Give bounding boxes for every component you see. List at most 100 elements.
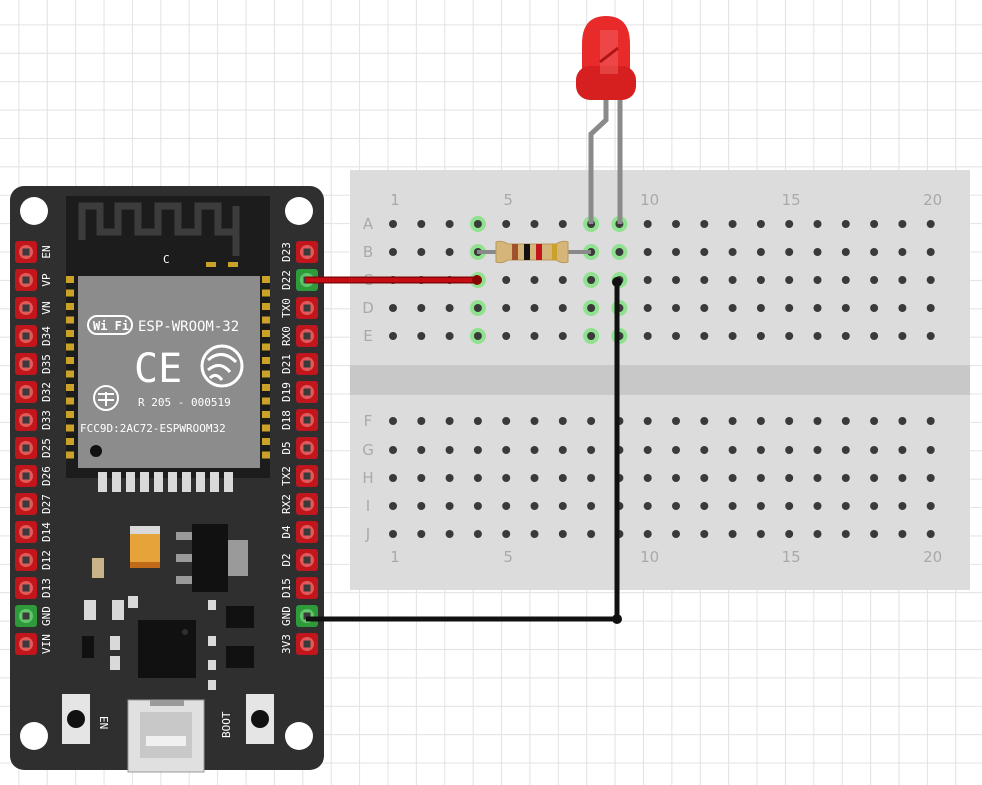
hole-H12[interactable]: [700, 474, 709, 482]
hole-C18[interactable]: [870, 276, 879, 284]
hole-C6[interactable]: [530, 276, 539, 284]
hole-I2[interactable]: [417, 502, 426, 510]
hole-F2[interactable]: [417, 417, 426, 425]
hole-G3[interactable]: [445, 446, 454, 454]
hole-J8[interactable]: [587, 530, 596, 538]
hole-J11[interactable]: [672, 530, 680, 538]
hole-E16[interactable]: [813, 332, 822, 340]
hole-C13[interactable]: [728, 276, 737, 284]
hole-C7[interactable]: [558, 276, 567, 284]
hole-A5[interactable]: [502, 220, 511, 228]
hole-A6[interactable]: [530, 220, 539, 228]
hole-H1[interactable]: [389, 474, 397, 482]
hole-C12[interactable]: [700, 276, 709, 284]
hole-F4[interactable]: [473, 417, 482, 425]
hole-I14[interactable]: [756, 502, 765, 510]
hole-C8[interactable]: [587, 276, 596, 284]
hole-F5[interactable]: [502, 417, 511, 425]
hole-H14[interactable]: [756, 474, 765, 482]
hole-E17[interactable]: [841, 332, 850, 340]
hole-F1[interactable]: [389, 417, 397, 425]
hole-H15[interactable]: [785, 474, 794, 482]
hole-C17[interactable]: [841, 276, 850, 284]
hole-H2[interactable]: [417, 474, 426, 482]
hole-A11[interactable]: [672, 220, 680, 228]
hole-D12[interactable]: [700, 304, 709, 312]
hole-J20[interactable]: [926, 530, 935, 538]
hole-D3[interactable]: [445, 304, 454, 312]
hole-E2[interactable]: [417, 332, 426, 340]
hole-G1[interactable]: [389, 446, 397, 454]
hole-I12[interactable]: [700, 502, 709, 510]
hole-J4[interactable]: [473, 530, 482, 538]
hole-D19[interactable]: [898, 304, 907, 312]
hole-F7[interactable]: [558, 417, 567, 425]
hole-F10[interactable]: [643, 417, 652, 425]
hole-F12[interactable]: [700, 417, 709, 425]
hole-H16[interactable]: [813, 474, 822, 482]
hole-J1[interactable]: [389, 530, 397, 538]
hole-E15[interactable]: [785, 332, 794, 340]
hole-A17[interactable]: [841, 220, 850, 228]
hole-A4[interactable]: [473, 220, 482, 228]
hole-G7[interactable]: [558, 446, 567, 454]
hole-B13[interactable]: [728, 248, 737, 256]
hole-J18[interactable]: [870, 530, 879, 538]
hole-G14[interactable]: [756, 446, 765, 454]
hole-I5[interactable]: [502, 502, 511, 510]
hole-F6[interactable]: [530, 417, 539, 425]
hole-B10[interactable]: [643, 248, 652, 256]
hole-F8[interactable]: [587, 417, 596, 425]
hole-G19[interactable]: [898, 446, 907, 454]
hole-E14[interactable]: [756, 332, 765, 340]
hole-J19[interactable]: [898, 530, 907, 538]
hole-D11[interactable]: [672, 304, 680, 312]
hole-F3[interactable]: [445, 417, 454, 425]
hole-G13[interactable]: [728, 446, 737, 454]
hole-H18[interactable]: [870, 474, 879, 482]
hole-I19[interactable]: [898, 502, 907, 510]
hole-D2[interactable]: [417, 304, 426, 312]
hole-H8[interactable]: [587, 474, 596, 482]
hole-B2[interactable]: [417, 248, 426, 256]
hole-C16[interactable]: [813, 276, 822, 284]
hole-H19[interactable]: [898, 474, 907, 482]
hole-J7[interactable]: [558, 530, 567, 538]
hole-B19[interactable]: [898, 248, 907, 256]
hole-G2[interactable]: [417, 446, 426, 454]
boot-button[interactable]: [246, 694, 274, 744]
hole-G4[interactable]: [473, 446, 482, 454]
hole-C5[interactable]: [502, 276, 511, 284]
hole-H20[interactable]: [926, 474, 935, 482]
hole-B18[interactable]: [870, 248, 879, 256]
hole-I16[interactable]: [813, 502, 822, 510]
hole-B12[interactable]: [700, 248, 709, 256]
hole-C10[interactable]: [643, 276, 652, 284]
hole-B9[interactable]: [615, 248, 624, 256]
hole-C14[interactable]: [756, 276, 765, 284]
hole-I15[interactable]: [785, 502, 794, 510]
hole-B16[interactable]: [813, 248, 822, 256]
hole-J15[interactable]: [785, 530, 794, 538]
hole-G20[interactable]: [926, 446, 935, 454]
hole-C11[interactable]: [672, 276, 680, 284]
hole-G8[interactable]: [587, 446, 596, 454]
hole-E11[interactable]: [672, 332, 680, 340]
hole-D5[interactable]: [502, 304, 511, 312]
hole-A12[interactable]: [700, 220, 709, 228]
hole-B1[interactable]: [389, 248, 397, 256]
hole-F15[interactable]: [785, 417, 794, 425]
hole-I1[interactable]: [389, 502, 397, 510]
hole-J17[interactable]: [841, 530, 850, 538]
hole-J13[interactable]: [728, 530, 737, 538]
hole-I6[interactable]: [530, 502, 539, 510]
hole-F18[interactable]: [870, 417, 879, 425]
hole-E7[interactable]: [558, 332, 567, 340]
hole-C19[interactable]: [898, 276, 907, 284]
hole-A16[interactable]: [813, 220, 822, 228]
hole-D15[interactable]: [785, 304, 794, 312]
hole-E6[interactable]: [530, 332, 539, 340]
hole-H7[interactable]: [558, 474, 567, 482]
hole-I20[interactable]: [926, 502, 935, 510]
hole-A2[interactable]: [417, 220, 426, 228]
